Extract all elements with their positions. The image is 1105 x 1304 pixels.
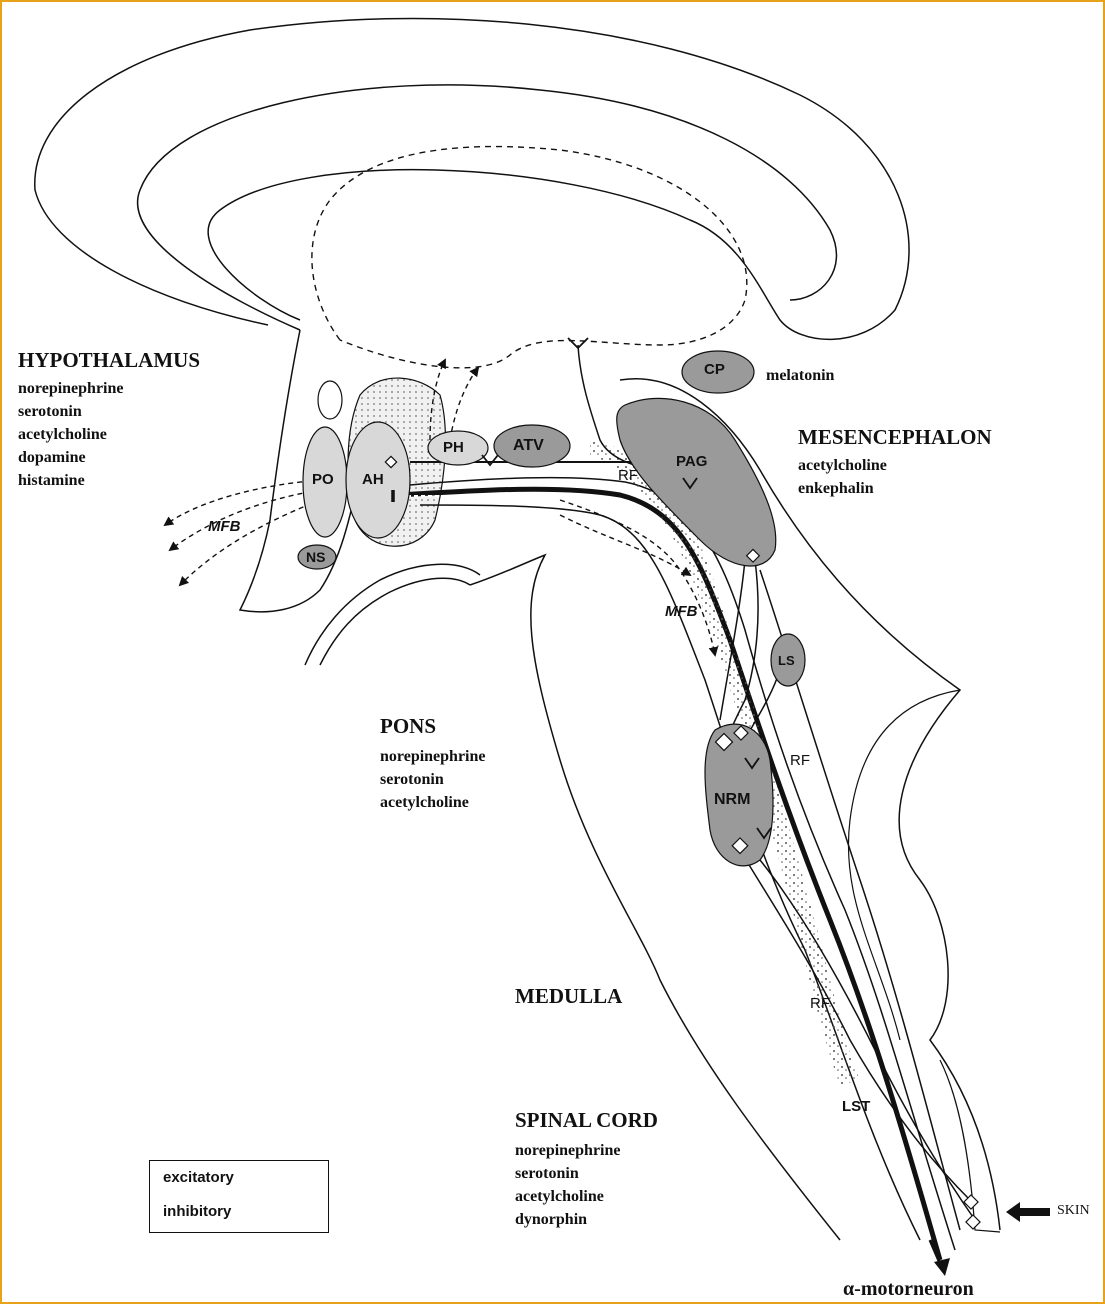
legend: excitatory inhibitory bbox=[149, 1160, 329, 1233]
nucleus-label-pag: PAG bbox=[676, 453, 707, 470]
nt-item: norepinephrine bbox=[18, 377, 124, 400]
nt-item: serotonin bbox=[18, 400, 124, 423]
nucleus-label-po: PO bbox=[312, 471, 334, 488]
alpha-motorneuron-label: α-motorneuron bbox=[843, 1278, 974, 1301]
region-title-spinal-cord: SPINAL CORD bbox=[515, 1108, 658, 1133]
cerebellum-edge bbox=[848, 690, 960, 1040]
nrm-descending-fiber bbox=[740, 850, 970, 1200]
tract-label-mfb-brainstem: MFB bbox=[665, 603, 698, 620]
optic-tract-inner bbox=[320, 578, 470, 665]
nt-item: norepinephrine bbox=[380, 745, 486, 768]
nt-item: acetylcholine bbox=[798, 454, 887, 477]
nt-item: serotonin bbox=[380, 768, 486, 791]
skin-arrow bbox=[1006, 1202, 1050, 1222]
nucleus-label-cp: CP bbox=[704, 361, 725, 378]
mfb-arrow-1 bbox=[165, 480, 320, 525]
nt-list-hypothalamus: norepinephrine serotonin acetylcholine d… bbox=[18, 377, 124, 492]
tract-label-rf-pons: RF bbox=[790, 752, 810, 769]
nt-item: norepinephrine bbox=[515, 1139, 621, 1162]
tract-label-lst: LST bbox=[842, 1098, 870, 1115]
nucleus-label-nrm: NRM bbox=[714, 791, 750, 809]
nt-item: enkephalin bbox=[798, 477, 887, 500]
small-vesicle bbox=[318, 381, 342, 419]
mfb-arrow-2 bbox=[170, 490, 320, 550]
tract-label-rf-mesencephalon: RF bbox=[618, 467, 638, 484]
nt-item: dopamine bbox=[18, 446, 124, 469]
region-title-mesencephalon: MESENCEPHALON bbox=[798, 425, 992, 450]
nt-list-pons: norepinephrine serotonin acetylcholine bbox=[380, 745, 486, 814]
mfb-arrow-up-2 bbox=[450, 368, 478, 440]
legend-inhibitory-label: inhibitory bbox=[163, 1203, 231, 1220]
region-title-hypothalamus: HYPOTHALAMUS bbox=[18, 348, 200, 373]
nt-item: acetylcholine bbox=[515, 1185, 621, 1208]
nt-item: acetylcholine bbox=[380, 791, 486, 814]
melatonin-label: melatonin bbox=[766, 364, 834, 387]
nucleus-label-ls: LS bbox=[778, 653, 795, 668]
nucleus-label-ph: PH bbox=[443, 439, 464, 456]
nt-item: histamine bbox=[18, 469, 124, 492]
nucleus-label-atv: ATV bbox=[513, 437, 544, 455]
cell-body-skin-2 bbox=[966, 1215, 980, 1229]
nucleus-label-ns: NS bbox=[306, 549, 325, 565]
tract-label-rf-medulla: RF bbox=[810, 995, 830, 1012]
skin-label: SKIN bbox=[1057, 1203, 1090, 1219]
region-title-pons: PONS bbox=[380, 714, 436, 739]
nt-item: serotonin bbox=[515, 1162, 621, 1185]
nucleus-label-ah: AH bbox=[362, 471, 384, 488]
ventricle-dashed bbox=[312, 147, 747, 368]
cortex-outline bbox=[35, 18, 909, 339]
mfb-arrow-3 bbox=[180, 500, 320, 585]
nt-list-mesencephalon: acetylcholine enkephalin bbox=[798, 454, 887, 500]
motorneuron-arrowhead bbox=[934, 1258, 950, 1276]
nt-list-spinal-cord: norepinephrine serotonin acetylcholine d… bbox=[515, 1139, 621, 1231]
nt-item: acetylcholine bbox=[18, 423, 124, 446]
legend-excitatory-label: excitatory bbox=[163, 1169, 234, 1186]
region-title-medulla: MEDULLA bbox=[515, 984, 622, 1009]
callosum-inner bbox=[138, 85, 837, 330]
nt-item: dynorphin bbox=[515, 1208, 621, 1231]
tract-label-mfb-hypothalamus: MFB bbox=[208, 518, 241, 535]
